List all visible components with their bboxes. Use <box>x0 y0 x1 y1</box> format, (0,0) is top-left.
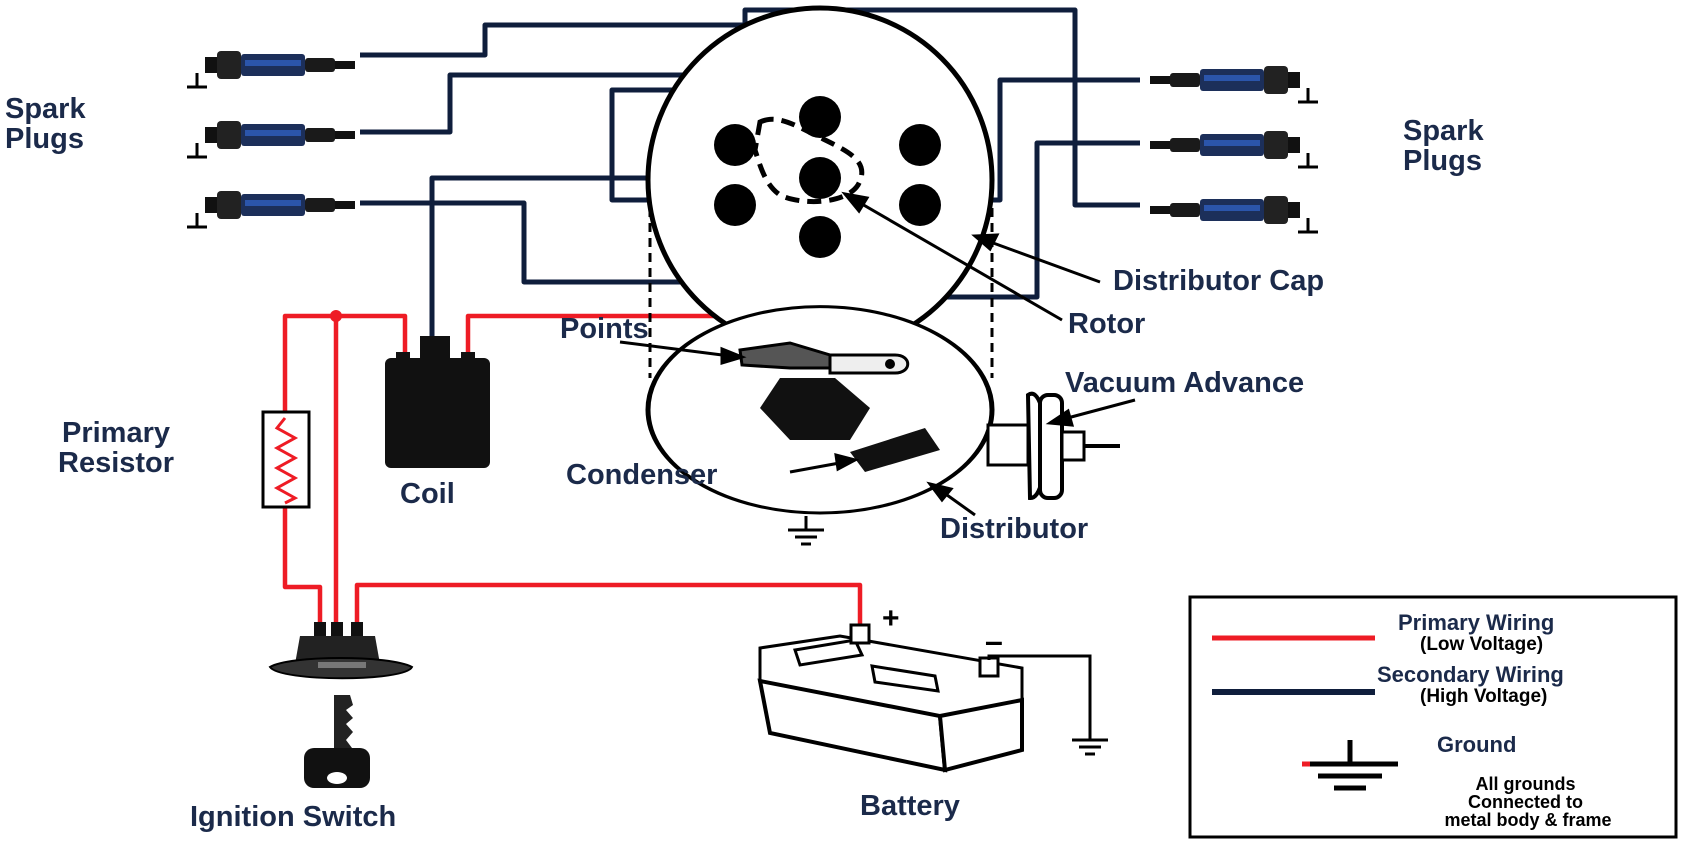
legend-ground-icon <box>1302 740 1398 791</box>
battery-positive-terminal <box>849 623 871 645</box>
label-rotor: Rotor <box>1068 308 1145 340</box>
cap-terminal-top <box>799 96 841 138</box>
spark-plug-left-2 <box>185 119 357 159</box>
cap-terminal-bottom <box>799 216 841 258</box>
spark-plug-left-1 <box>185 49 357 89</box>
legend-primary-title: Primary Wiring <box>1398 610 1554 635</box>
label-arrows <box>619 191 1136 517</box>
label-spark-plugs-right: Spark Plugs <box>1403 115 1492 177</box>
battery <box>757 623 1110 773</box>
label-battery: Battery <box>860 790 960 822</box>
label-primary-resistor: Primary Resistor <box>58 417 178 479</box>
ignition-switch <box>268 622 414 788</box>
label-distributor: Distributor <box>940 513 1088 545</box>
spark-plug-right-1 <box>1150 66 1318 102</box>
secondary-wires <box>360 7 1140 340</box>
vacuum-advance <box>986 391 1120 500</box>
coil <box>385 336 490 468</box>
legend-primary-sub: (Low Voltage) <box>1420 634 1543 655</box>
cap-terminal-lower-left <box>714 184 756 226</box>
label-coil: Coil <box>400 478 455 510</box>
legend-ground-title: Ground <box>1437 732 1516 757</box>
cap-terminal-lower-right <box>899 184 941 226</box>
distributor <box>645 305 995 546</box>
primary-resistor <box>261 410 311 509</box>
label-spark-plugs-left: Spark Plugs <box>5 93 94 155</box>
label-battery-positive: + <box>882 602 900 635</box>
label-condenser: Condenser <box>566 459 717 491</box>
spark-plug-right-2 <box>1150 131 1318 167</box>
label-points: Points <box>560 313 649 345</box>
distributor-cap <box>645 5 995 355</box>
spark-plug-left-3 <box>185 189 357 229</box>
battery-negative-terminal <box>978 656 1000 678</box>
label-distributor-cap: Distributor Cap <box>1113 265 1324 297</box>
label-ignition-switch: Ignition Switch <box>190 801 396 833</box>
legend-secondary-title: Secondary Wiring <box>1377 662 1564 687</box>
cap-terminal-upper-left <box>714 124 756 166</box>
spark-plug-right-3 <box>1150 196 1318 232</box>
rotor-outline <box>752 116 865 205</box>
label-battery-negative: – <box>985 623 1003 659</box>
distributor-cam <box>760 378 870 440</box>
ignition-key-icon <box>334 695 353 752</box>
cap-terminal-upper-right <box>899 124 941 166</box>
condenser-body <box>850 428 940 472</box>
legend-ground-note: All grounds Connected to metal body & fr… <box>1444 774 1611 830</box>
cap-terminal-center <box>799 157 841 199</box>
legend-secondary-sub: (High Voltage) <box>1420 686 1547 707</box>
label-vacuum-advance: Vacuum Advance <box>1065 367 1304 399</box>
legend: Primary Wiring (Low Voltage) Secondary W… <box>1188 595 1678 839</box>
